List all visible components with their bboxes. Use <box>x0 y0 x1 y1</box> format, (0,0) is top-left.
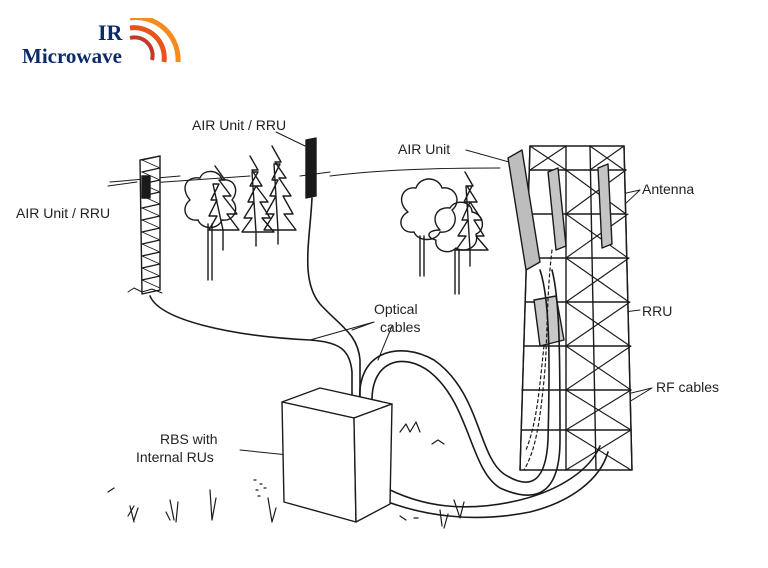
label-rbs-line2: Internal RUs <box>136 449 214 465</box>
rf-cable-b <box>525 345 545 451</box>
left-lattice-pole <box>127 155 163 295</box>
label-rbs-line1: RBS with <box>160 431 218 447</box>
label-optical: Optical <box>374 300 418 318</box>
cable-loop-inner <box>359 269 550 483</box>
cable-loop-outer <box>371 269 561 496</box>
label-optical-line1: Optical <box>374 301 418 317</box>
label-air-rru-top: AIR Unit / RRU <box>192 117 287 133</box>
cable-loop-base <box>371 445 601 508</box>
cable-left-pole <box>149 295 353 401</box>
antennas <box>547 163 613 251</box>
logo-microwave-text: Microwave <box>22 44 122 68</box>
label-rru: RRU <box>642 303 673 319</box>
signal-arcs-icon <box>129 18 181 63</box>
label-air-unit: AIR Unit <box>398 141 451 157</box>
grass <box>107 421 465 529</box>
rf-cable-a <box>523 249 553 471</box>
label-antenna: Antenna <box>642 181 695 197</box>
label-air-rru-left: AIR Unit / RRU <box>16 205 111 221</box>
rbs-cabinet <box>281 387 393 523</box>
trees-right <box>400 171 489 295</box>
label-cables: cables <box>380 318 420 336</box>
label-rf-cables: RF cables <box>656 379 720 395</box>
logo: IR Microwave <box>20 18 190 74</box>
air-unit-panel <box>507 149 541 271</box>
logo-ir-text: IR <box>98 20 123 45</box>
trees-left <box>184 145 297 281</box>
rru-box <box>533 295 565 347</box>
top-pole-rru <box>299 137 331 199</box>
label-optical-line2: cables <box>380 319 421 335</box>
cable-top-pole <box>306 197 361 401</box>
